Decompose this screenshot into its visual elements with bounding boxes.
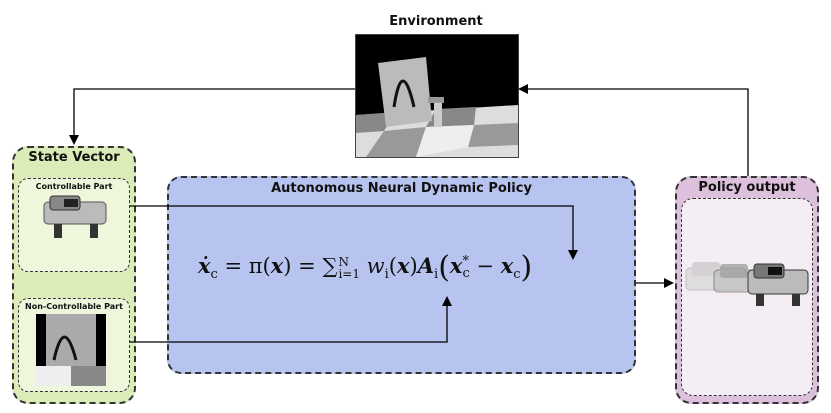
arrow-output-to-env — [518, 84, 749, 176]
arrow-noncontrollable-to-eq — [130, 296, 452, 343]
policy-output-inner — [681, 198, 813, 396]
policy-title: Autonomous Neural Dynamic Policy — [271, 181, 532, 196]
controllable-part-box — [18, 178, 130, 272]
policy-output-title: Policy output — [698, 180, 796, 195]
environment-scene — [356, 57, 518, 157]
non-controllable-part-label: Non-Controllable Part — [25, 302, 123, 311]
environment-render — [355, 34, 519, 158]
policy-panel — [167, 176, 636, 374]
state-vector-title: State Vector — [28, 150, 120, 165]
board-image — [36, 314, 106, 386]
arrow-env-to-state — [69, 88, 355, 145]
arrow-controllable-to-eq — [130, 205, 578, 260]
controllable-part-label: Controllable Part — [35, 182, 113, 191]
environment-title: Environment — [389, 14, 483, 29]
